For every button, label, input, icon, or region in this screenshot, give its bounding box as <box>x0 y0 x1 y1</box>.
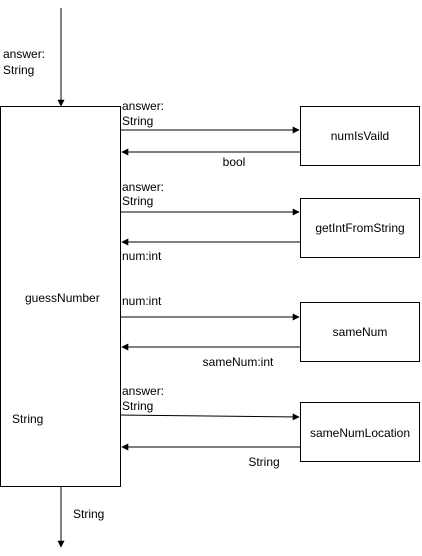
function-box <box>300 302 420 362</box>
guess-number-box <box>0 106 121 487</box>
call-send-arrow <box>120 413 300 421</box>
guess-number-return-label: String <box>12 412 43 426</box>
call-same-num: num:int sameNum sameNum:int <box>121 294 420 369</box>
function-label: numIsVaild <box>331 129 389 143</box>
function-label: sameNumLocation <box>310 426 410 440</box>
call-same-num-location: answer: String sameNumLocation String <box>120 384 420 469</box>
call-return-label: sameNum:int <box>203 355 274 369</box>
call-return-label: num:int <box>122 249 162 263</box>
call-return-label: String <box>248 455 279 469</box>
function-label: getIntFromString <box>315 221 404 235</box>
input-label-line2: String <box>3 63 34 77</box>
call-get-int-from-string: answer: String getIntFromString num:int <box>121 180 420 263</box>
function-label: sameNum <box>333 325 388 339</box>
function-box <box>300 198 420 258</box>
call-send-label-line1: answer: <box>122 99 164 113</box>
call-send-label-line2: String <box>122 399 153 413</box>
call-send-label-line1: num:int <box>122 294 162 308</box>
guess-number-label: guessNumber <box>25 291 100 305</box>
call-send-label-line2: String <box>122 114 153 128</box>
output-label: String <box>73 507 104 521</box>
call-num-is-vaild: answer: String numIsVaild bool <box>121 99 420 169</box>
call-send-label-line2: String <box>122 194 153 208</box>
call-send-label-line1: answer: <box>122 384 164 398</box>
call-send-label-line1: answer: <box>122 180 164 194</box>
call-return-label: bool <box>223 155 246 169</box>
function-box <box>300 402 420 462</box>
function-box <box>300 106 420 166</box>
input-label-line1: answer: <box>3 47 45 61</box>
